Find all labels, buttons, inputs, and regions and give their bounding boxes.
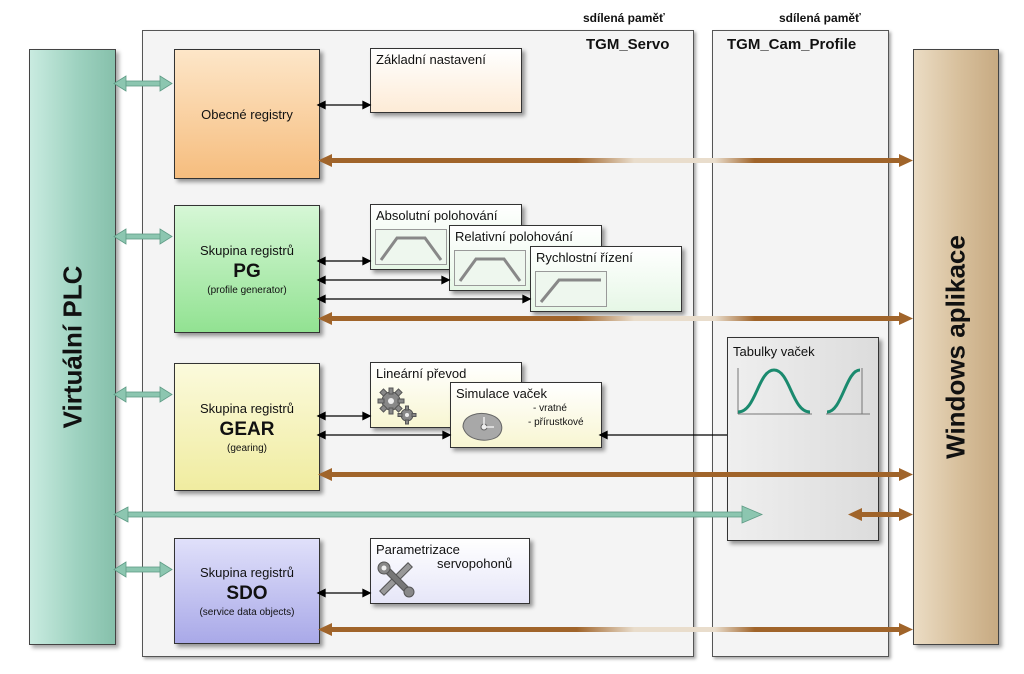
sdo-name: SDO bbox=[226, 582, 268, 604]
cam-tables-windows-arrow bbox=[848, 508, 913, 521]
speed-control-box: Rychlostní řízení bbox=[530, 246, 682, 312]
pg-registers-block: Skupina registrů PG (profile generator) bbox=[174, 205, 320, 333]
general-registers-block: Obecné registry bbox=[174, 49, 320, 179]
cam-simulation-label: Simulace vaček bbox=[456, 386, 548, 401]
pg-description: (profile generator) bbox=[207, 284, 287, 296]
gear-group-label: Skupina registrů bbox=[200, 400, 294, 416]
pg-name: PG bbox=[233, 260, 261, 282]
gear-registers-block: Skupina registrů GEAR (gearing) bbox=[174, 363, 320, 491]
cam-curve-chart-icon bbox=[737, 368, 812, 415]
parametrization-label-line2: servopohonů bbox=[437, 556, 513, 571]
tgm-cam-profile-title: TGM_Cam_Profile bbox=[727, 36, 857, 53]
cam-tables-box: Tabulky vaček bbox=[727, 337, 879, 541]
parametrization-box: Parametrizace servopohonů bbox=[370, 538, 530, 604]
shared-memory-label-servo: sdílená paměť bbox=[583, 11, 665, 25]
ramp-profile-icon bbox=[535, 271, 607, 307]
windows-app-bar: Windows aplikace bbox=[913, 49, 999, 645]
gears-icon bbox=[377, 387, 417, 425]
gear-windows-arrow bbox=[318, 468, 913, 481]
plc-cam-tables-arrow bbox=[113, 505, 764, 524]
cam-disc-icon bbox=[462, 413, 503, 441]
plc-general-arrow bbox=[113, 75, 173, 92]
gear-name: GEAR bbox=[219, 418, 275, 440]
absolute-positioning-label: Absolutní polohování bbox=[376, 208, 498, 223]
plc-gear-arrow bbox=[113, 386, 173, 403]
cam-rise-chart-icon bbox=[826, 368, 870, 415]
internal-arrows bbox=[316, 100, 727, 598]
plc-pg-arrow bbox=[113, 228, 173, 245]
tgm-servo-title: TGM_Servo bbox=[586, 36, 670, 53]
virtual-plc-bar: Virtuální PLC bbox=[29, 49, 116, 645]
cam-simulation-item-reversible: - vratné bbox=[533, 403, 567, 414]
general-registers-label: Obecné registry bbox=[201, 106, 293, 122]
tools-icon bbox=[377, 561, 415, 598]
pg-group-label: Skupina registrů bbox=[200, 242, 294, 258]
sdo-registers-block: Skupina registrů SDO (service data objec… bbox=[174, 538, 320, 644]
cam-tables-label: Tabulky vaček bbox=[733, 344, 815, 359]
sdo-group-label: Skupina registrů bbox=[200, 564, 294, 580]
basic-settings-label: Základní nastavení bbox=[376, 52, 486, 67]
general-windows-arrow bbox=[318, 154, 913, 167]
relative-positioning-label: Relativní polohování bbox=[455, 229, 573, 244]
linear-gearing-label: Lineární převod bbox=[376, 366, 467, 381]
sdo-description: (service data objects) bbox=[199, 606, 295, 618]
plc-sdo-arrow bbox=[113, 561, 173, 578]
cam-simulation-item-incremental: - přírustkové bbox=[528, 417, 584, 428]
pg-windows-arrow bbox=[318, 312, 913, 325]
trapezoid-profile-icon bbox=[375, 229, 447, 265]
shared-memory-label-cam: sdílená paměť bbox=[779, 11, 861, 25]
sdo-windows-arrow bbox=[318, 623, 913, 636]
cam-simulation-box: Simulace vaček - vratné - přírustkové bbox=[450, 382, 602, 448]
gear-description: (gearing) bbox=[226, 442, 268, 454]
speed-control-label: Rychlostní řízení bbox=[536, 250, 633, 265]
trapezoid-profile-icon bbox=[454, 250, 526, 286]
linear-gearing-box: Lineární převod bbox=[370, 362, 522, 428]
parametrization-label-line1: Parametrizace bbox=[376, 542, 460, 557]
basic-settings-box: Základní nastavení bbox=[370, 48, 522, 113]
